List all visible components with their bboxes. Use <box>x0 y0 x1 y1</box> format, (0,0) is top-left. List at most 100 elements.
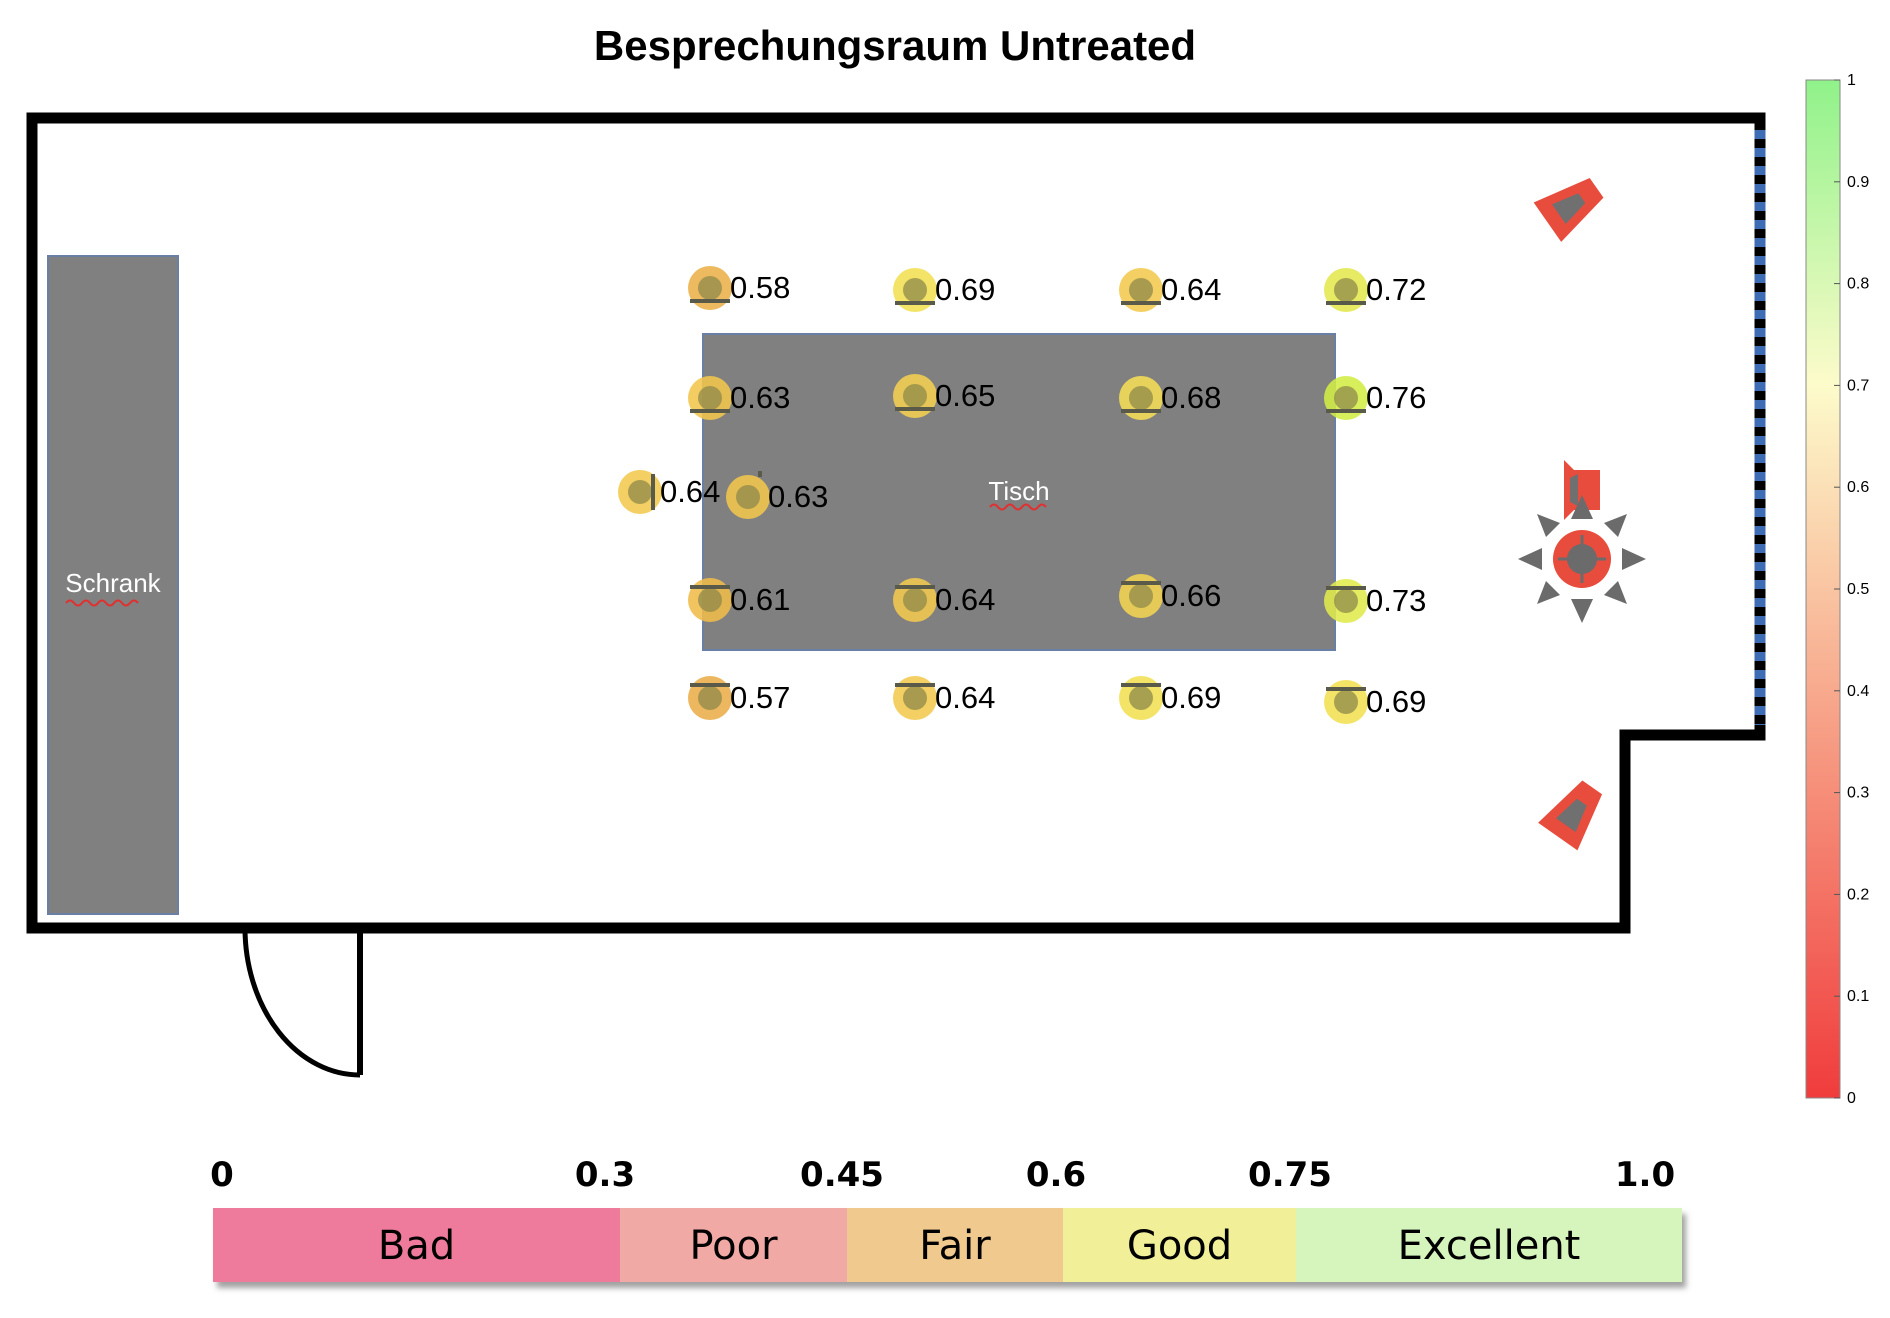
measurement-value: 0.73 <box>1366 583 1426 618</box>
measurement-point: 0.66 <box>1119 574 1221 618</box>
colorbar-tick-label: 0.3 <box>1847 785 1869 802</box>
measurement-point: 0.65 <box>893 374 995 418</box>
microphone-icon <box>690 683 730 710</box>
measurement-point: 0.72 <box>1324 268 1426 312</box>
speaker-bottom <box>1538 780 1603 851</box>
measurement-point: 0.69 <box>893 268 995 312</box>
microphone-icon <box>1326 586 1366 613</box>
door-swing-arc <box>242 927 361 1078</box>
measurement-value: 0.69 <box>935 272 995 307</box>
table-label-underline <box>989 503 1047 511</box>
measurement-value: 0.69 <box>1161 680 1221 715</box>
microphone-icon <box>895 683 935 710</box>
rating-band-label: Poor <box>689 1223 778 1269</box>
colorbar-tick-label: 0.9 <box>1847 174 1869 191</box>
measurement-point: 0.73 <box>1324 579 1426 623</box>
wall-outline <box>26 112 1766 934</box>
rating-bands <box>213 1208 1682 1282</box>
cabinet: Schrank <box>47 255 179 915</box>
cabinet-shape <box>47 255 179 915</box>
door <box>242 927 363 1078</box>
speaker-icon <box>1564 460 1600 520</box>
rating-band-label: Good <box>1127 1223 1232 1269</box>
measurement-points: 0.58 0.69 0.64 0.72 0.63 0.65 0.68 0.76 0.64 0.63… <box>618 266 1426 724</box>
rating-bound-label: 0.45 <box>800 1155 884 1195</box>
speaker-top <box>1533 177 1604 242</box>
colorbar-ticks: 00.10.20.30.40.50.60.70.80.91 <box>1834 72 1869 1107</box>
rating-bound-label: 0.75 <box>1248 1155 1332 1195</box>
measurement-value: 0.66 <box>1161 578 1221 613</box>
measurement-value: 0.76 <box>1366 380 1426 415</box>
measurement-point: 0.64 <box>893 676 995 720</box>
measurement-point: 0.57 <box>688 676 790 720</box>
measurement-value: 0.57 <box>730 680 790 715</box>
measurement-value: 0.61 <box>730 582 790 617</box>
colorbar-tick-label: 0.8 <box>1847 276 1869 293</box>
table-label: Tisch <box>988 476 1049 506</box>
microphone-icon <box>895 384 935 411</box>
table: Tisch <box>702 333 1336 651</box>
microphone-icon <box>1326 687 1366 714</box>
measurement-point: 0.61 <box>688 578 790 622</box>
measurement-point: 0.64 <box>893 578 995 622</box>
measurement-point: 0.69 <box>1324 680 1426 724</box>
table-shape <box>702 333 1336 651</box>
microphone-icon <box>1326 386 1366 413</box>
measurement-point: 0.64 <box>1119 268 1221 312</box>
rating-band <box>847 1208 1063 1282</box>
measurement-point: 0.68 <box>1119 376 1221 420</box>
measurement-value: 0.64 <box>935 680 995 715</box>
measurement-value: 0.64 <box>660 474 720 509</box>
microphone-icon <box>690 585 730 612</box>
colorbar-tick-label: 0.1 <box>1847 988 1869 1005</box>
rating-band <box>1063 1208 1296 1282</box>
rating-bound-label: 0.3 <box>575 1155 635 1195</box>
measurement-point: 0.58 <box>688 266 790 310</box>
microphone-icon <box>736 471 762 509</box>
measurement-point: 0.63 <box>688 376 790 420</box>
measurement-value: 0.65 <box>935 378 995 413</box>
measurement-value: 0.64 <box>935 582 995 617</box>
colorbar-tick-label: 0.2 <box>1847 886 1869 903</box>
speaker-icon <box>1533 177 1604 242</box>
microphone-icon <box>1121 386 1161 413</box>
colorbar-tick-label: 1 <box>1847 72 1856 89</box>
rating-band <box>620 1208 847 1282</box>
microphone-icon <box>895 585 935 612</box>
rating-band <box>1296 1208 1682 1282</box>
figure-title: Besprechungsraum Untreated <box>593 22 1197 69</box>
measurement-point: 0.64 <box>618 470 720 514</box>
microphone-icon <box>690 386 730 413</box>
rating-band <box>213 1208 620 1282</box>
measurement-point: 0.63 <box>726 471 828 519</box>
measurement-value: 0.63 <box>730 380 790 415</box>
microphone-icon <box>1121 683 1161 710</box>
rating-band-label: Bad <box>378 1223 455 1269</box>
microphone-icon <box>628 474 655 510</box>
cabinet-label-underline <box>65 599 139 607</box>
colorbar-tick-label: 0 <box>1847 1090 1856 1107</box>
measurement-value: 0.64 <box>1161 272 1221 307</box>
rating-band-label: Fair <box>919 1223 991 1269</box>
measurement-value: 0.72 <box>1366 272 1426 307</box>
microphone-icon <box>1121 278 1161 305</box>
colorbar: 00.10.20.30.40.50.60.70.80.91 <box>1805 72 1869 1107</box>
measurement-value: 0.63 <box>768 479 828 514</box>
speaker-middle <box>1564 460 1600 520</box>
cabinet-label: Schrank <box>65 568 161 598</box>
measurement-value: 0.58 <box>730 270 790 305</box>
microphone-icon <box>895 278 935 305</box>
room-walls <box>26 112 1766 934</box>
measurement-value: 0.69 <box>1366 684 1426 719</box>
speaker-icon <box>1538 780 1603 851</box>
colorbar-tick-label: 0.6 <box>1847 479 1869 496</box>
measurement-value: 0.68 <box>1161 380 1221 415</box>
rating-bound-label: 1.0 <box>1615 1155 1675 1195</box>
colorbar-tick-label: 0.4 <box>1847 683 1869 700</box>
microphone-icon <box>690 276 730 303</box>
